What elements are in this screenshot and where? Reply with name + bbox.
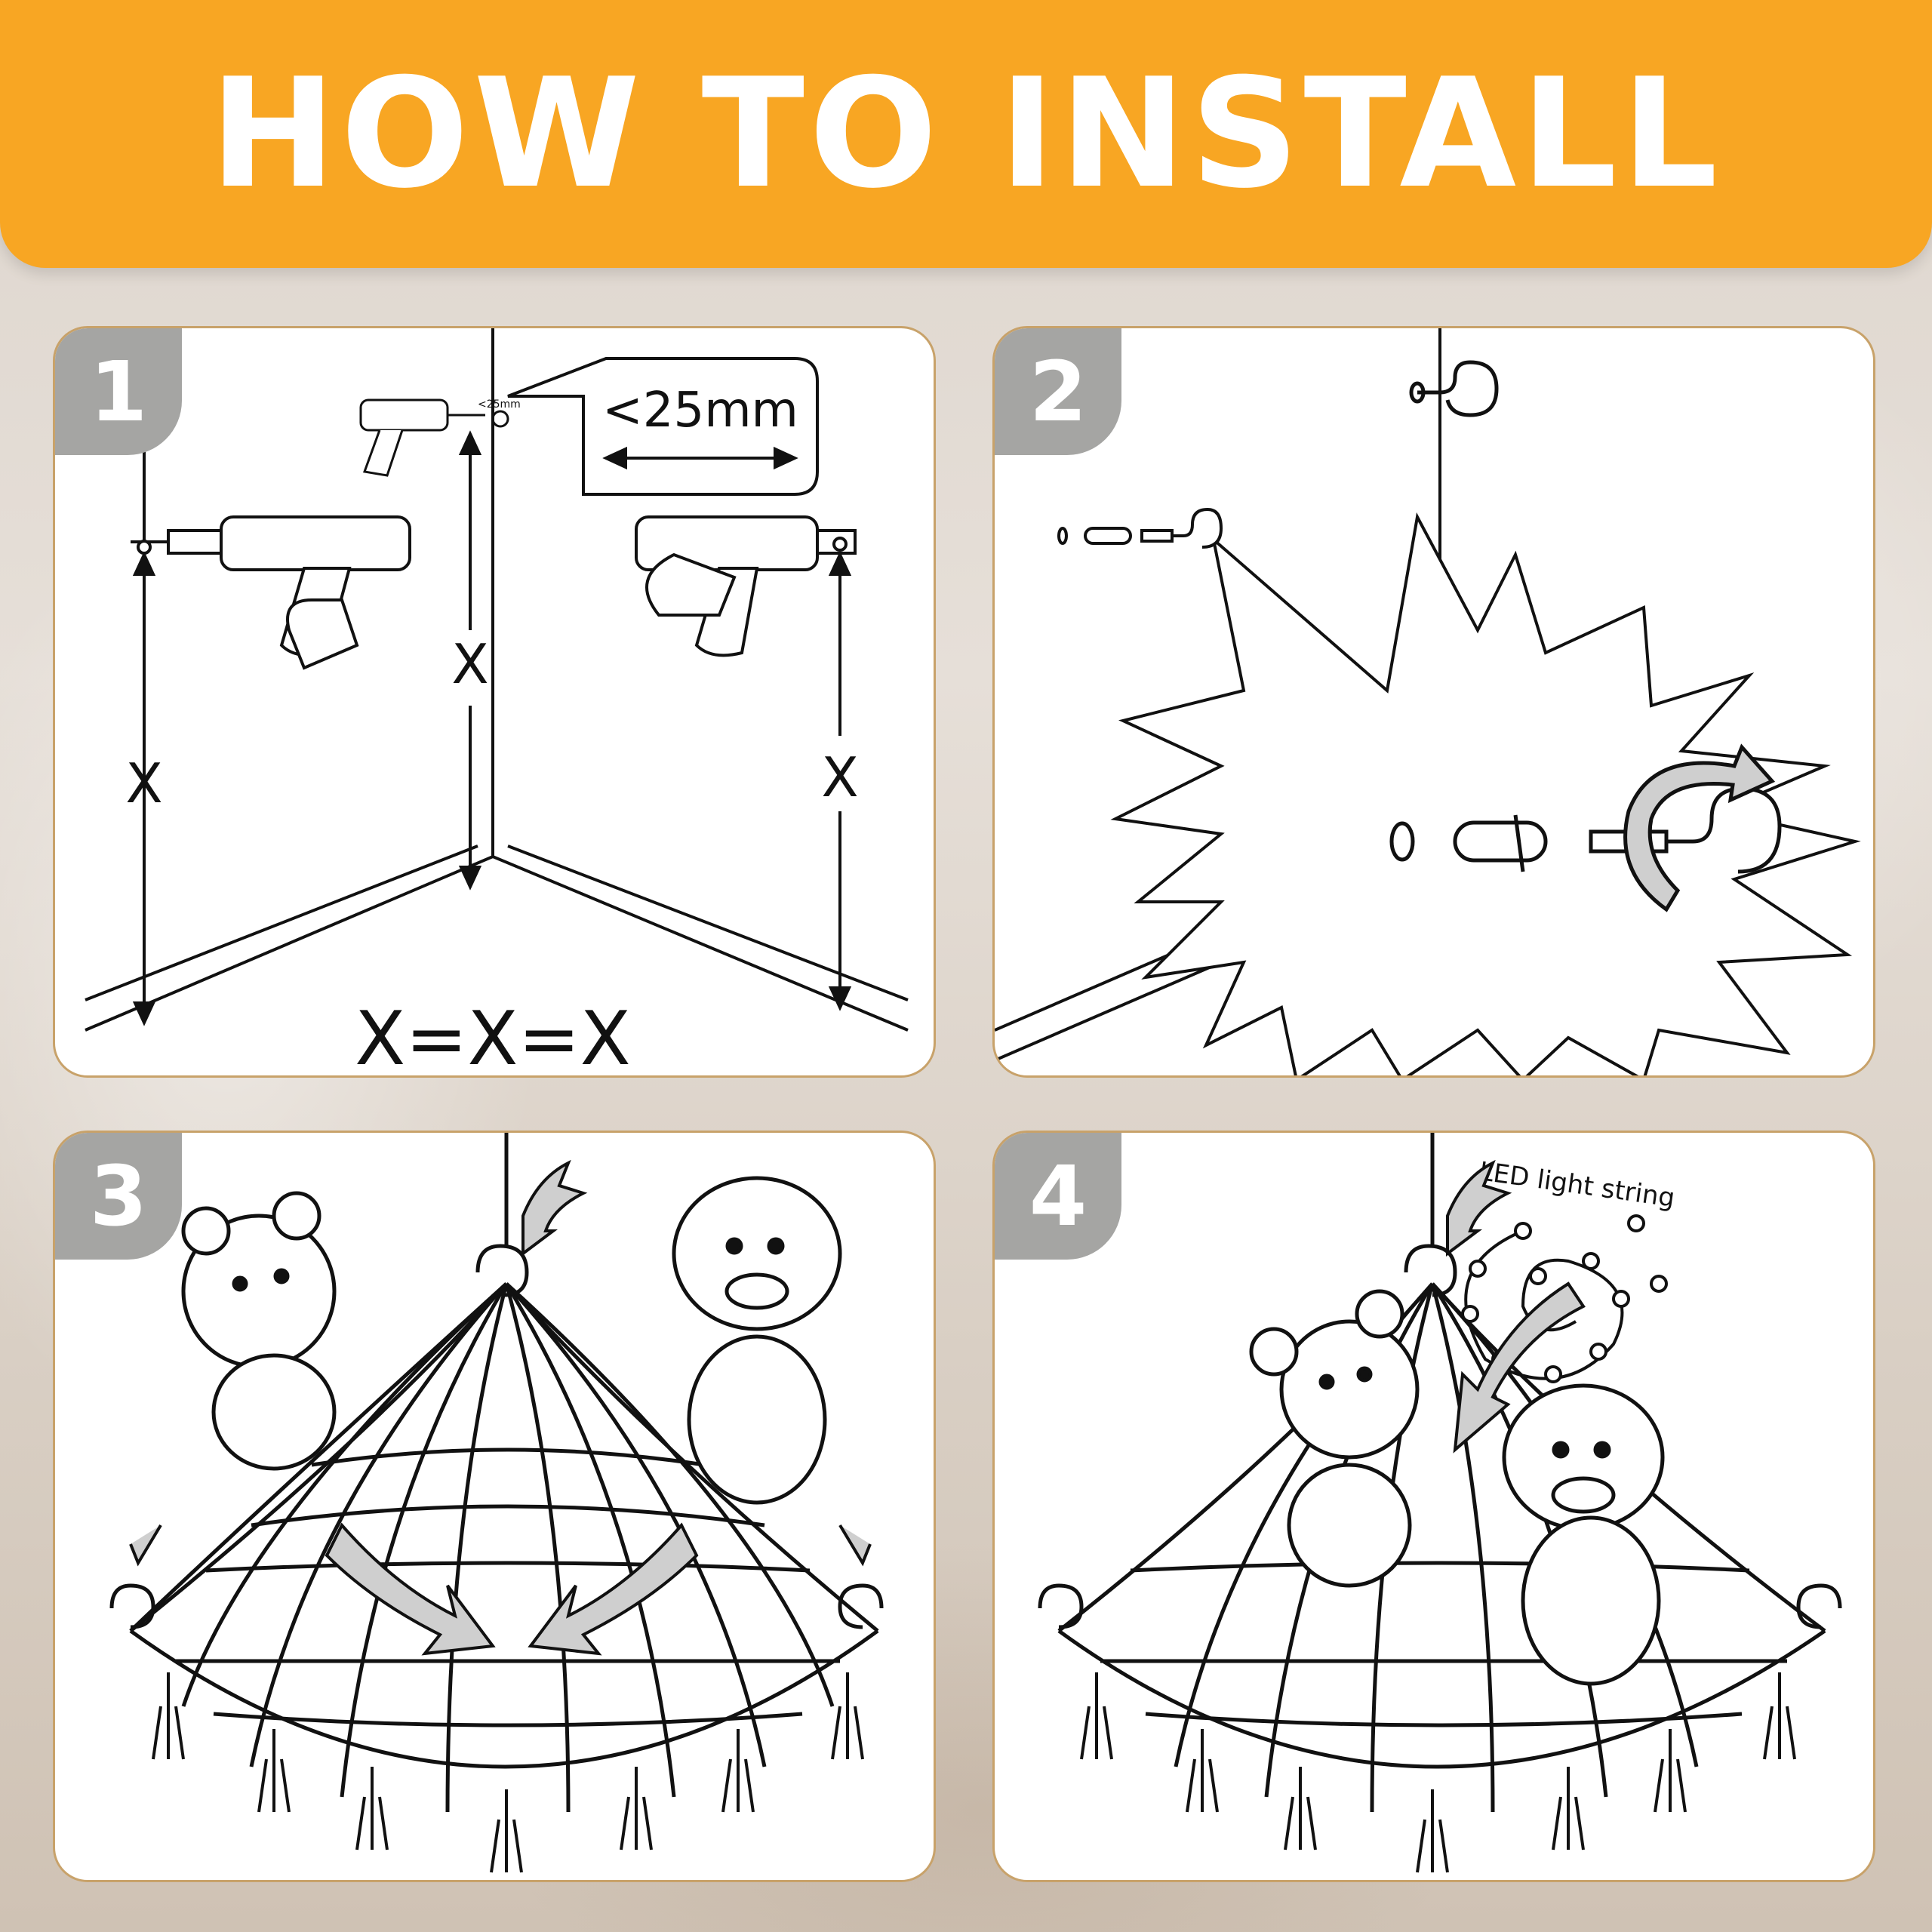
rotate-arrow-icon [1623,743,1776,912]
anchor-parts-small [1057,507,1223,549]
step-1-badge: 1 [55,328,182,455]
tassels [1080,1672,1796,1873]
step-1-panel: X X X X=X=X <25mm <25mm [53,326,936,1078]
distance-label: <25mm [602,383,798,438]
step-4-badge: 4 [995,1133,1121,1260]
direction-arrow-icon [1446,1159,1586,1454]
header-banner: HOW TO INSTALL [0,0,1932,268]
step-1-illustration: X X X X=X=X <25mm <25mm [85,328,909,1078]
x-label-left: X [125,752,162,815]
x-label-center: X [451,632,488,696]
drill-icon-small [359,398,509,477]
led-light-string-icon [1461,1214,1668,1383]
toy-net [1057,1282,1826,1813]
distance-label-small: <25mm [478,398,521,411]
step-3-panel: 3 [53,1131,936,1882]
teddy-bear-icon-left [181,1191,337,1471]
toy-net [129,1282,879,1813]
step-4-panel: LED light string 4 [992,1131,1875,1882]
x-label-right: X [821,746,858,809]
step-2-panel: 2 [992,326,1875,1078]
equation-label: X=X=X [355,996,631,1078]
drill-icon-right [635,515,857,657]
teddy-bear-icon-right [1502,1383,1665,1686]
led-label: LED light string [1477,1156,1676,1214]
direction-arrow-icon [129,1159,872,1656]
step-2-illustration [995,328,1861,1075]
teddy-bear-icon-left [1249,1289,1420,1588]
teddy-bear-icon-right [672,1176,842,1505]
step-4-illustration: LED light string [1038,1133,1842,1873]
step-2-badge: 2 [995,328,1121,455]
drill-icon-left [131,515,411,670]
page-title: HOW TO INSTALL [209,45,1723,222]
step-3-badge: 3 [55,1133,182,1260]
step-3-illustration [109,1133,884,1873]
tassels [152,1672,864,1873]
hook-icon-top [1409,360,1499,417]
